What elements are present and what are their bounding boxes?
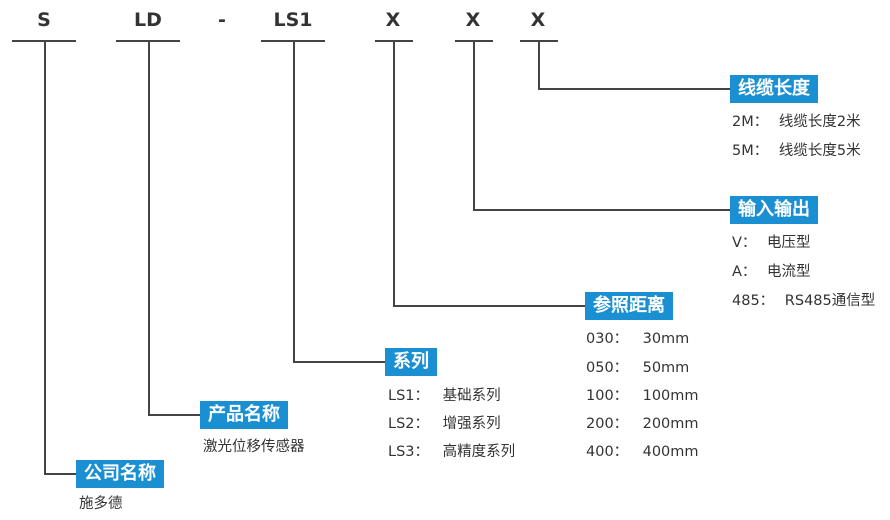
option-value: 电流型 [767,264,811,280]
range-option-030: 030： 30mm [586,329,689,349]
option-key: 050： [586,360,629,376]
option-key: 100： [586,388,629,404]
range-option-100: 100： 100mm [586,386,699,406]
underline-company [12,40,76,42]
series-option-ls1: LS1： 基础系列 [388,386,501,406]
underline-range [375,40,413,42]
code-part-range: X [385,9,401,31]
option-key: LS2： [388,416,430,432]
option-key: LS3： [388,444,430,460]
connector-cable-vertical [538,41,540,89]
code-part-company: S [37,9,51,31]
cable-option-2m: 2M： 线缆长度2米 [732,112,861,132]
range-option-050: 050： 50mm [586,358,689,378]
cable-length-title: 线缆长度 [730,75,818,103]
io-option-a: A： 电流型 [732,262,811,282]
product-title: 产品名称 [200,401,288,429]
io-option-v: V： 电压型 [732,233,811,253]
connector-io-vertical [473,41,475,210]
code-part-cable: X [530,9,546,31]
range-option-200: 200： 200mm [586,414,699,434]
option-value: 30mm [642,331,690,347]
underline-io [455,40,493,42]
option-value: 线缆长度5米 [778,143,861,159]
option-value: 100mm [642,388,699,404]
series-title: 系列 [385,348,437,376]
series-option-ls3: LS3： 高精度系列 [388,442,515,462]
option-value: 高精度系列 [442,444,516,460]
connector-product-horizontal [148,414,200,416]
option-key: 2M： [732,114,769,130]
connector-company-horizontal [44,473,76,475]
connector-product-vertical [148,41,150,415]
option-key: 030： [586,331,629,347]
option-key: 5M： [732,143,769,159]
company-title: 公司名称 [76,460,164,488]
product-name-value: 激光位移传感器 [203,439,305,455]
underline-cable [520,40,558,42]
company-name-value: 施多德 [79,496,123,512]
option-key: 200： [586,416,629,432]
code-part-io: X [465,9,481,31]
option-key: LS1： [388,388,430,404]
range-option-400: 400： 400mm [586,442,699,462]
connector-series-horizontal [293,361,385,363]
option-value: 增强系列 [442,416,501,432]
connector-series-vertical [293,41,295,362]
option-key: A： [732,264,757,280]
connector-range-horizontal [393,305,585,307]
option-key: V： [732,235,757,251]
underline-product [116,40,180,42]
option-value: 基础系列 [442,388,501,404]
code-part-product: LD [134,9,162,31]
underline-series [261,40,325,42]
range-title: 参照距离 [585,292,673,320]
connector-io-horizontal [473,209,730,211]
option-value: 电压型 [767,235,811,251]
option-key: 400： [586,444,629,460]
connector-company-vertical [44,41,46,474]
cable-option-5m: 5M： 线缆长度5米 [732,141,861,161]
connector-range-vertical [393,41,395,306]
option-value: 200mm [642,416,699,432]
option-value: 50mm [642,360,690,376]
option-value: RS485通信型 [784,293,876,309]
option-value: 400mm [642,444,699,460]
option-key: 485： [732,293,775,309]
io-option-485: 485： RS485通信型 [732,291,875,311]
io-title: 输入输出 [730,196,818,224]
option-value: 线缆长度2米 [778,114,861,130]
series-option-ls2: LS2： 增强系列 [388,414,501,434]
code-part-series: LS1 [273,9,313,31]
connector-cable-horizontal [538,88,730,90]
code-part-dash: - [218,9,226,31]
